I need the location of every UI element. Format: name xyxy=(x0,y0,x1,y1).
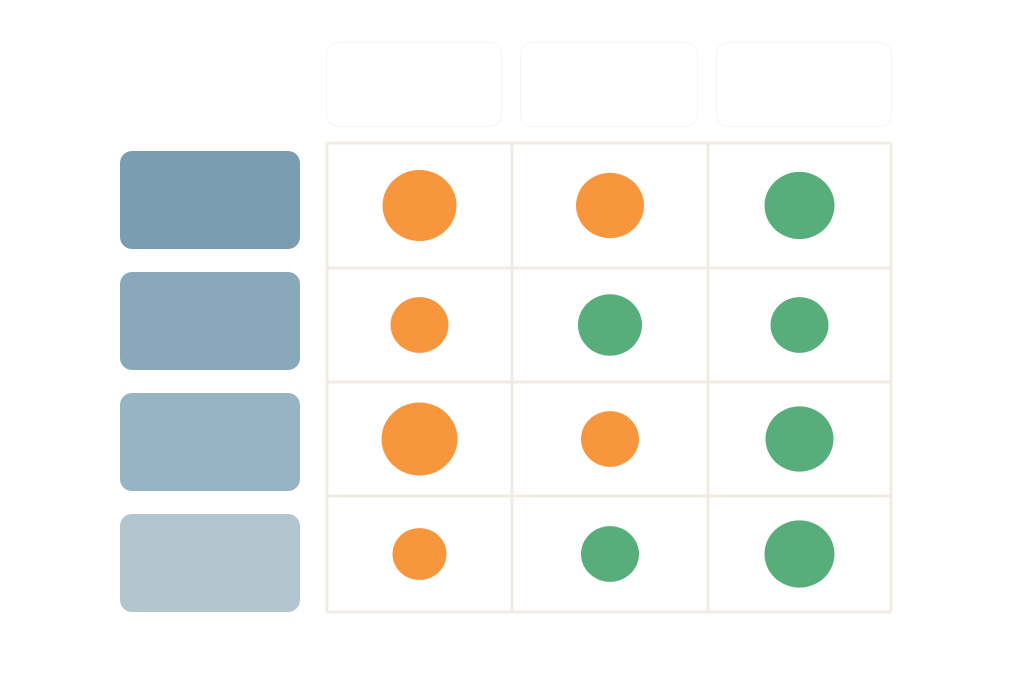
status-dot-green-r2c2 xyxy=(578,294,642,356)
status-dot-green-r4c3 xyxy=(764,520,835,588)
column-header-3 xyxy=(716,42,892,127)
row-label-2 xyxy=(120,272,300,370)
column-header-2 xyxy=(520,42,698,127)
row-label-4 xyxy=(120,514,300,612)
status-dot-green-r3c3 xyxy=(765,406,834,472)
status-dot-green-r1c3 xyxy=(764,171,835,240)
status-dot-orange-r3c1 xyxy=(381,402,458,476)
column-header-1 xyxy=(326,42,502,127)
row-label-1 xyxy=(120,151,300,249)
status-dot-orange-r3c2 xyxy=(581,411,639,467)
status-dot-orange-r2c1 xyxy=(390,297,449,353)
row-label-3 xyxy=(120,393,300,491)
status-dot-green-r2c3 xyxy=(770,297,829,353)
status-dot-orange-r4c1 xyxy=(392,528,447,580)
status-dot-orange-r1c2 xyxy=(576,172,644,239)
status-dot-green-r4c2 xyxy=(581,526,639,582)
status-dot-orange-r1c1 xyxy=(382,169,457,242)
